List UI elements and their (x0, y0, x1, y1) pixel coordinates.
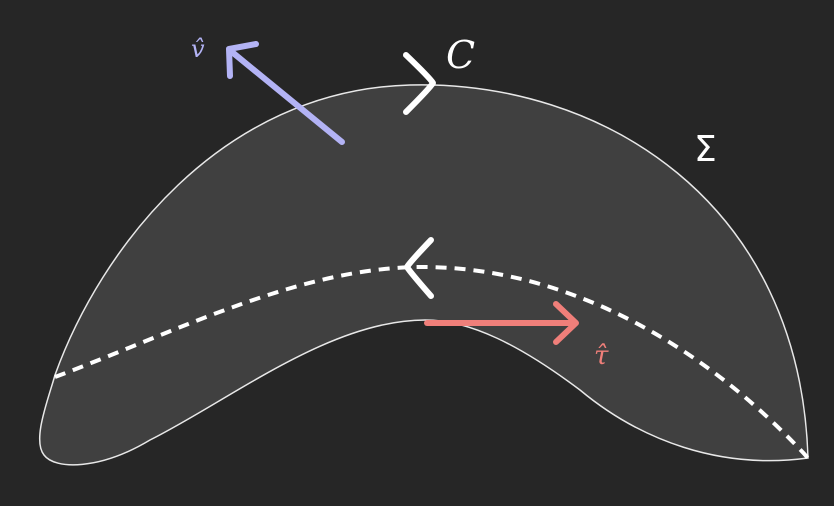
surface-label: Σ (694, 129, 717, 170)
chevron-right-icon (403, 52, 436, 115)
surface-sigma (39, 84, 809, 466)
tangent-vector-arrow (424, 301, 579, 345)
chevron-left-icon (404, 237, 434, 299)
dashed-curve (54, 264, 810, 460)
normal-vector-label: v̂ (191, 35, 205, 63)
normal-vector-arrow (226, 41, 345, 145)
tangent-vector-label: τ̂ (594, 341, 609, 371)
curve-label: C (446, 33, 475, 77)
